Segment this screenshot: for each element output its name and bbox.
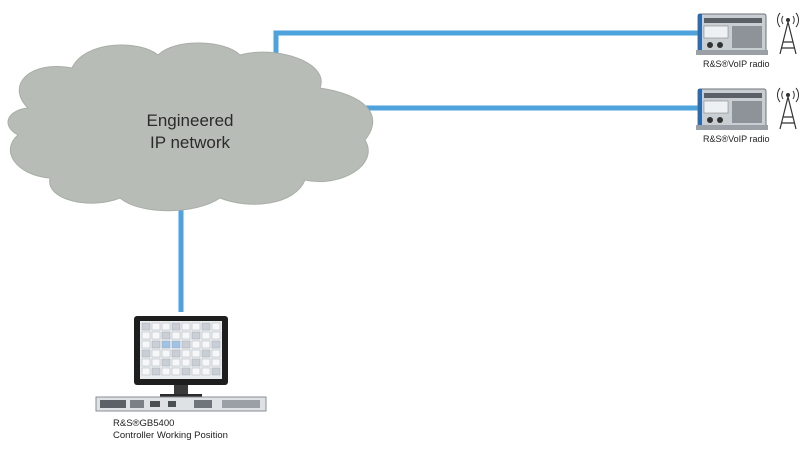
ip-network-cloud bbox=[7, 42, 374, 212]
screen-key bbox=[211, 340, 221, 349]
screen-key bbox=[181, 358, 191, 367]
screen-key bbox=[141, 367, 151, 376]
screen-key bbox=[151, 349, 161, 358]
screen-key bbox=[201, 349, 211, 358]
screen-key bbox=[171, 358, 181, 367]
screen-key bbox=[211, 349, 221, 358]
network-label: Engineered IP network bbox=[100, 110, 280, 154]
link-to-radio-1 bbox=[273, 30, 698, 75]
network-label-line2: IP network bbox=[149, 133, 230, 152]
screen-key bbox=[171, 340, 181, 349]
screen-key bbox=[161, 331, 171, 340]
antenna-tower-2-icon bbox=[776, 87, 800, 130]
screen-key bbox=[151, 322, 161, 331]
screen-key bbox=[191, 340, 201, 349]
controller-monitor bbox=[134, 316, 228, 398]
screen-key bbox=[161, 340, 171, 349]
voip-radio-1 bbox=[696, 13, 768, 55]
screen-key bbox=[201, 322, 211, 331]
screen-key bbox=[161, 349, 171, 358]
screen-key bbox=[211, 322, 221, 331]
screen-key bbox=[151, 340, 161, 349]
screen-key bbox=[171, 322, 181, 331]
screen-key bbox=[141, 358, 151, 367]
screen-key bbox=[161, 367, 171, 376]
screen-key bbox=[191, 367, 201, 376]
screen-key bbox=[201, 367, 211, 376]
cwp-label: R&S®GB5400 Controller Working Position bbox=[113, 418, 228, 442]
screen-key bbox=[181, 331, 191, 340]
screen-key bbox=[171, 349, 181, 358]
screen-key bbox=[181, 367, 191, 376]
screen-key bbox=[201, 331, 211, 340]
screen-key bbox=[191, 358, 201, 367]
radio-2-label: R&S®VoIP radio bbox=[703, 134, 770, 144]
screen-key bbox=[141, 349, 151, 358]
screen-key bbox=[181, 349, 191, 358]
screen-key bbox=[161, 358, 171, 367]
screen-key bbox=[141, 322, 151, 331]
screen-key bbox=[181, 340, 191, 349]
screen-key bbox=[201, 358, 211, 367]
network-label-line1: Engineered bbox=[146, 111, 234, 130]
voip-radio-2 bbox=[696, 88, 768, 130]
gb5400-rack-unit bbox=[95, 396, 267, 412]
screen-key bbox=[191, 349, 201, 358]
touchscreen-panel bbox=[141, 322, 221, 376]
screen-key bbox=[141, 340, 151, 349]
cwp-model: R&S®GB5400 bbox=[113, 418, 175, 429]
screen-key bbox=[211, 358, 221, 367]
screen-key bbox=[151, 331, 161, 340]
screen-key bbox=[191, 322, 201, 331]
screen-key bbox=[171, 331, 181, 340]
screen-key bbox=[181, 322, 191, 331]
screen-key bbox=[211, 367, 221, 376]
screen-key bbox=[161, 322, 171, 331]
screen-key bbox=[191, 331, 201, 340]
screen-key bbox=[201, 340, 211, 349]
screen-key bbox=[211, 331, 221, 340]
screen-key bbox=[141, 331, 151, 340]
cwp-description: Controller Working Position bbox=[113, 430, 228, 441]
antenna-tower-1-icon bbox=[776, 12, 800, 55]
screen-key bbox=[151, 358, 161, 367]
screen-key bbox=[151, 367, 161, 376]
radio-1-label: R&S®VoIP radio bbox=[703, 59, 770, 69]
screen-key bbox=[171, 367, 181, 376]
